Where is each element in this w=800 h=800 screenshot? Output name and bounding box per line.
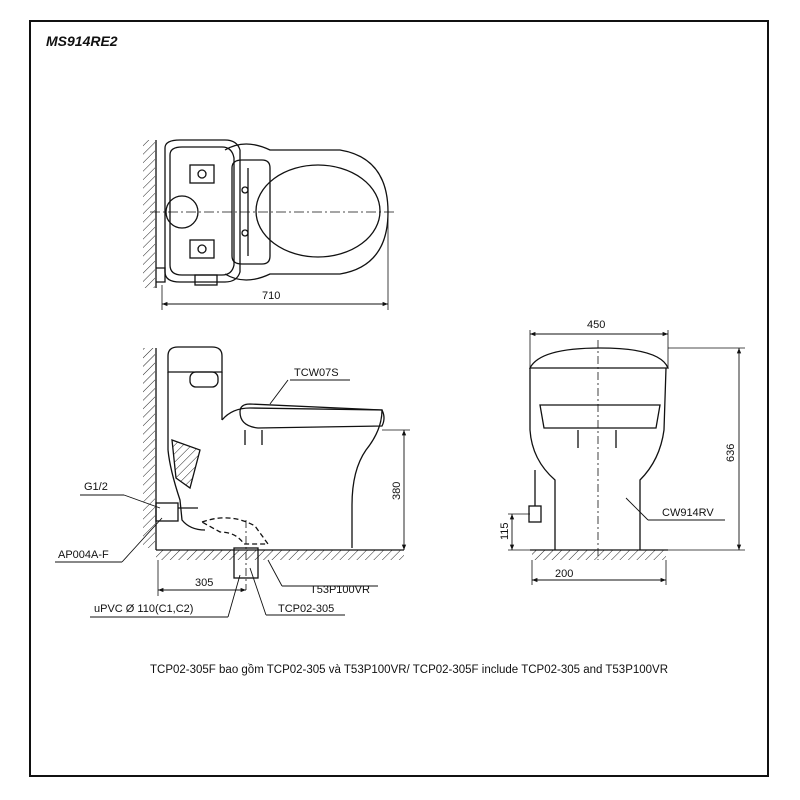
bolt-top	[197, 169, 207, 179]
front-seat	[539, 404, 661, 429]
valve-label: AP004A-F	[58, 549, 109, 561]
trap-hatch	[171, 439, 201, 490]
tank-outline	[164, 139, 241, 283]
bowl-body	[221, 407, 383, 548]
front-lid	[528, 347, 669, 369]
base-width-label: 200	[555, 568, 573, 580]
front-height-label: 636	[725, 444, 737, 462]
side-height-label: 380	[391, 482, 403, 500]
rough-in-label: 305	[195, 577, 213, 589]
top-width-label: 710	[262, 290, 280, 302]
valve-top	[194, 274, 218, 286]
supply-stub	[156, 267, 166, 283]
trap-back	[167, 449, 206, 531]
flange-leader	[267, 559, 283, 587]
flange-label: T53P100VR	[310, 584, 370, 596]
seat-opening	[255, 164, 381, 258]
fitting-bottom	[189, 239, 215, 259]
side-view	[55, 346, 410, 618]
seat-label: TCW07S	[294, 367, 339, 379]
front-view	[508, 330, 745, 585]
supply-valve	[155, 502, 179, 522]
drawing-frame	[29, 20, 769, 777]
g12-leader	[123, 494, 161, 509]
flush-button	[189, 371, 219, 388]
side-floor-hatch	[156, 550, 404, 560]
front-floor-hatch	[532, 550, 666, 560]
adapter-label: TCP02-305	[278, 603, 334, 615]
model-title: MS914RE2	[46, 33, 118, 49]
tank-inner	[169, 146, 235, 276]
seat-bolt-top	[241, 186, 249, 194]
seat-leader	[269, 379, 289, 405]
front-model-label: CW914RV	[662, 507, 714, 519]
tank-body	[167, 372, 223, 450]
supply-height-label: 115	[499, 522, 511, 540]
top-view	[143, 139, 395, 310]
model-leader	[625, 497, 649, 521]
side-wall-hatch	[143, 348, 155, 548]
fitting-top	[189, 164, 215, 184]
supply-label: G1/2	[84, 481, 108, 493]
seat-bolt-bottom	[241, 229, 249, 237]
bolt-bottom	[197, 244, 207, 254]
tank-lid	[167, 346, 223, 373]
outlet-circle	[165, 195, 199, 229]
ap-leader	[121, 517, 163, 563]
wall-hatch	[143, 140, 155, 288]
seat-hinge-block	[231, 159, 271, 265]
footnote: TCP02-305F bao gồm TCP02-305 và T53P100V…	[150, 664, 669, 676]
front-width-label: 450	[587, 319, 605, 331]
seat-cover	[239, 403, 385, 429]
drain-path	[200, 517, 270, 545]
pipe-leader	[227, 574, 241, 618]
front-body-right	[639, 367, 667, 550]
front-valve	[528, 505, 542, 523]
pipe-label: uPVC Ø 110(C1,C2)	[94, 603, 193, 615]
front-body-left	[529, 368, 556, 550]
adapter-leader	[249, 567, 267, 616]
